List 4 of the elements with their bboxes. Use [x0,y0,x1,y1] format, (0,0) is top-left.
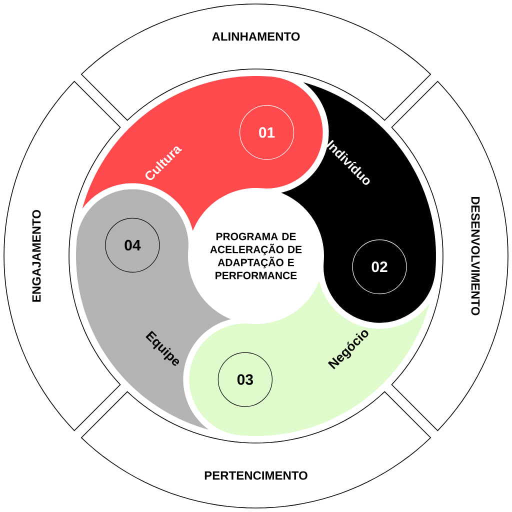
ring-segment: DESENVOLVIMENTO [391,80,508,432]
ring-segment: ALINHAMENTO [80,4,432,121]
ring-segment: PERTENCIMENTO [80,391,432,508]
ring-segment: ENGAJAMENTO [4,80,121,432]
